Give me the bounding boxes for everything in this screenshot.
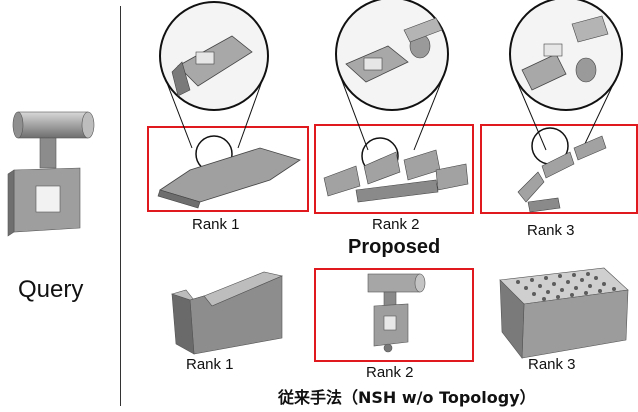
wedge-block-icon[interactable] <box>164 266 294 366</box>
proposed-rank-1-box[interactable] <box>147 126 309 212</box>
chain-link-icon <box>323 137 469 203</box>
query-shape-icon <box>7 111 95 237</box>
chain-link-icon <box>521 15 609 91</box>
proposed-rank-3-box[interactable] <box>480 124 638 214</box>
proposed-rank-1-label: Rank 1 <box>192 216 240 233</box>
pin-block-icon <box>367 273 426 353</box>
query-panel: Query <box>0 0 120 412</box>
baseline-rank-1-label: Rank 1 <box>186 356 234 373</box>
magnifier-circle-icon <box>509 0 623 151</box>
baseline-rank-2-box[interactable] <box>314 268 474 362</box>
baseline-rank-3-label: Rank 3 <box>528 356 576 373</box>
baseline-rank-2-label: Rank 2 <box>366 364 414 381</box>
baseline-heading: 従来手法（NSH w/o Topology） <box>278 388 536 407</box>
chain-link-icon <box>171 35 253 97</box>
proposed-rank-2-box[interactable] <box>314 124 474 214</box>
proposed-heading: Proposed <box>348 236 441 258</box>
chain-link-icon <box>517 127 607 213</box>
magnifier-circle-icon <box>159 1 269 149</box>
column-divider <box>120 6 121 406</box>
proposed-rank-3-label: Rank 3 <box>527 222 575 239</box>
query-label: Query <box>18 276 84 303</box>
chain-link-icon <box>345 17 443 83</box>
proposed-rank-2-label: Rank 2 <box>372 216 420 233</box>
perforated-block-icon[interactable] <box>494 266 634 366</box>
magnifier-circle-icon <box>335 0 449 151</box>
chain-link-icon <box>157 135 301 209</box>
